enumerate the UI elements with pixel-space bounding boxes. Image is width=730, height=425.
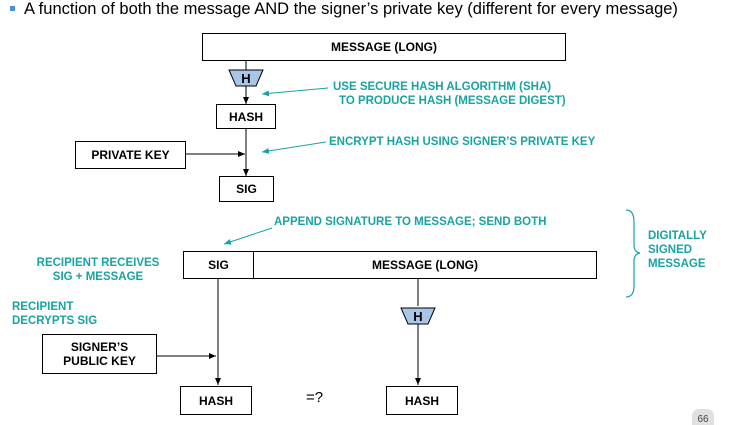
sha-note: USE SECURE HASH ALGORITHM (SHA) TO PRODU… xyxy=(333,80,633,108)
sig-box: SIG xyxy=(219,176,274,202)
public-key-box: SIGNER’S PUBLIC KEY xyxy=(42,334,157,374)
recipient-decrypts-note: RECIPIENT DECRYPTS SIG xyxy=(12,300,132,328)
hash-box: HASH xyxy=(216,104,276,129)
hash-function-label-verify: H xyxy=(413,308,423,324)
hash-trapezoid-icon-verify xyxy=(400,307,436,325)
recipient-receives-note: RECIPIENT RECEIVES SIG + MESSAGE xyxy=(18,256,178,284)
brace-label-line1: DIGITALLY xyxy=(648,230,707,242)
decrypts-line1: RECIPIENT xyxy=(12,301,74,313)
decrypts-line2: DECRYPTS SIG xyxy=(12,315,98,327)
intro-text: A function of both the message AND the s… xyxy=(24,0,678,18)
compare-symbol: =? xyxy=(306,389,324,406)
hash-trapezoid-icon xyxy=(228,69,264,87)
digitally-signed-label: DIGITALLY SIGNED MESSAGE xyxy=(648,229,728,271)
message-box: MESSAGE (LONG) xyxy=(202,33,566,61)
encrypt-note: ENCRYPT HASH USING SIGNER’S PRIVATE KEY xyxy=(329,136,596,148)
bullet-marker xyxy=(10,6,15,11)
sha-note-line2: TO PRODUCE HASH (MESSAGE DIGEST) xyxy=(339,95,566,107)
append-note: APPEND SIGNATURE TO MESSAGE; SEND BOTH xyxy=(274,216,547,228)
signed-message-cell: MESSAGE (LONG) xyxy=(253,251,597,279)
signed-sig-cell: SIG xyxy=(183,251,254,279)
hash-function-symbol: H xyxy=(228,69,264,87)
left-hash-box: HASH xyxy=(180,386,252,415)
right-hash-box: HASH xyxy=(386,386,458,415)
hash-function-symbol-verify: H xyxy=(400,307,436,325)
brace-label-line3: MESSAGE xyxy=(648,258,706,270)
brace-label-line2: SIGNED xyxy=(648,244,693,256)
pointer-sha-note xyxy=(261,87,329,97)
public-key-line1: SIGNER’S xyxy=(70,340,129,354)
pointer-encrypt-note xyxy=(261,141,327,154)
receives-line2: SIG + MESSAGE xyxy=(52,271,144,283)
receives-line1: RECIPIENT RECEIVES xyxy=(36,257,160,269)
sha-note-line1: USE SECURE HASH ALGORITHM (SHA) xyxy=(333,81,552,93)
signed-message-brace xyxy=(625,209,641,298)
hash-function-label: H xyxy=(241,70,251,86)
page-number: 66 xyxy=(692,409,714,425)
public-key-line2: PUBLIC KEY xyxy=(63,354,136,368)
private-key-box: PRIVATE KEY xyxy=(75,141,186,169)
pointer-append-note xyxy=(223,227,273,245)
